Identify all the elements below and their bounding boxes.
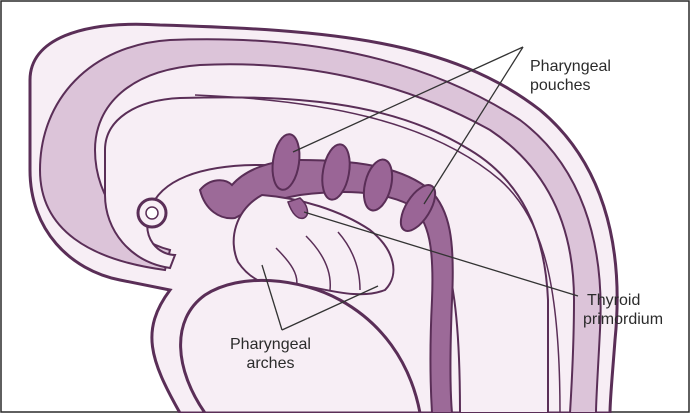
label-pouches-line1: Pharyngeal: [530, 57, 611, 76]
label-arches-line1: Pharyngeal: [230, 335, 311, 354]
label-arches-line2: arches: [230, 354, 311, 373]
label-thyroid-line1: Thyroid: [583, 291, 663, 310]
eye-inner: [146, 207, 158, 219]
label-pharyngeal-arches: Pharyngeal arches: [230, 335, 311, 373]
label-pouches-line2: pouches: [530, 76, 611, 95]
label-thyroid-line2: primordium: [583, 310, 663, 329]
label-thyroid-primordium: Thyroid primordium: [583, 291, 663, 329]
label-pharyngeal-pouches: Pharyngeal pouches: [530, 57, 611, 95]
